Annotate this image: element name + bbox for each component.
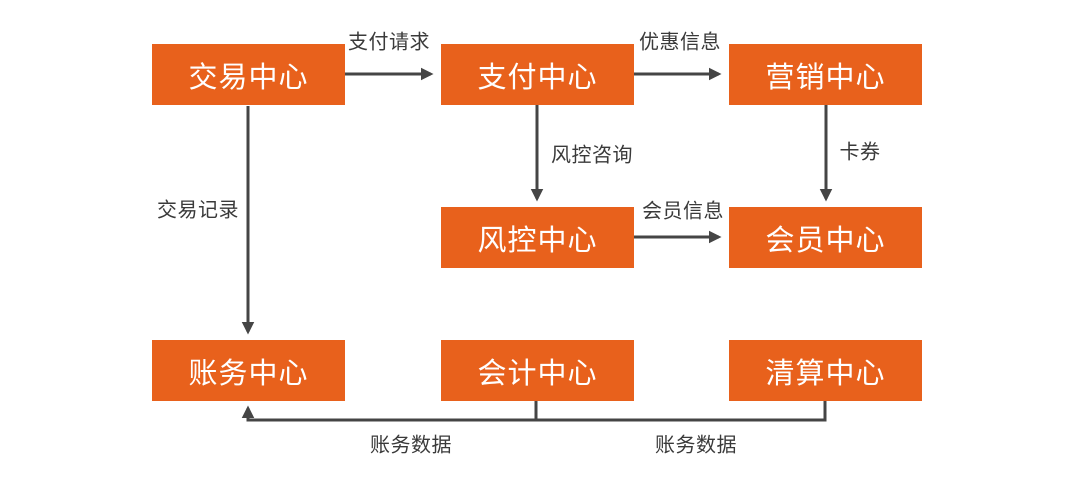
- edge-label-pay-request: 支付请求: [348, 31, 430, 54]
- node-billing-center: 账务中心: [152, 340, 345, 401]
- node-risk-center: 风控中心: [441, 207, 634, 268]
- edge-label-discount-info: 优惠信息: [639, 31, 721, 54]
- edge-label-trade-record: 交易记录: [157, 199, 239, 222]
- node-payment-center: 支付中心: [441, 44, 634, 105]
- edge-label-billing-data-left: 账务数据: [370, 434, 452, 457]
- edge-label-billing-data-right: 账务数据: [655, 434, 737, 457]
- edge-label-member-info: 会员信息: [642, 200, 724, 223]
- node-accounting-center: 会计中心: [441, 340, 634, 401]
- edge-label-card-coupon: 卡券: [839, 141, 881, 164]
- node-member-center: 会员中心: [729, 207, 922, 268]
- node-marketing-center: 营销中心: [729, 44, 922, 105]
- edge-label-risk-consult: 风控咨询: [551, 144, 633, 167]
- node-clearing-center: 清算中心: [729, 340, 922, 401]
- node-trade-center: 交易中心: [152, 44, 345, 105]
